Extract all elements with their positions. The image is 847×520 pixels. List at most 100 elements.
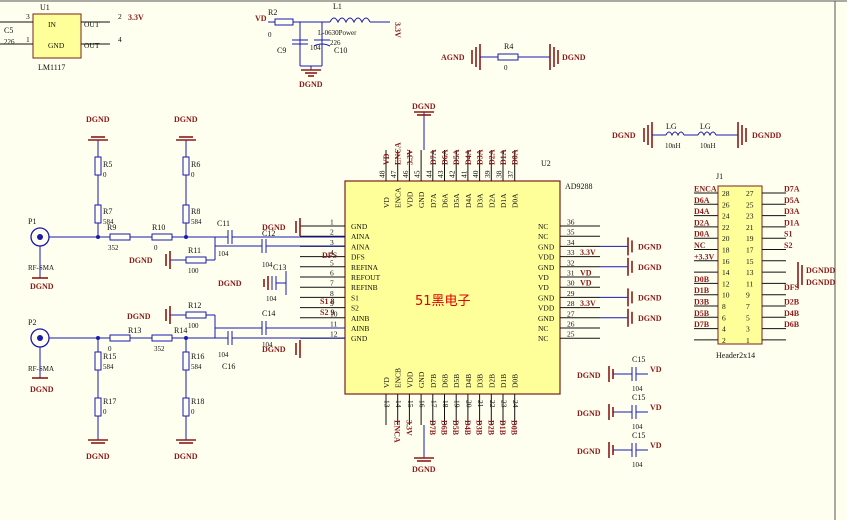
adc-bottom-gnd-net: DGND: [412, 465, 436, 474]
adc-pin-name-34: GND: [538, 242, 555, 251]
adc-pin-num-37: 37: [506, 170, 515, 178]
adc-net-b-21: D3B: [475, 420, 484, 436]
decap-ref-0: C15: [632, 355, 645, 364]
adc-pin-num-33: 33: [567, 248, 575, 257]
adc-pin-num-46: 46: [401, 170, 410, 178]
adc-pin-num-34: 34: [567, 238, 575, 247]
decap-value-0: 104: [632, 385, 643, 393]
adc-pin-name-9: S2: [351, 304, 359, 313]
adc-pin-num-1: 1: [330, 218, 334, 227]
adc-pin-name-3: AINA: [351, 242, 370, 251]
header-net-l-22: D2A: [694, 218, 710, 227]
header-part: Header2x14: [716, 351, 755, 360]
r11-body: [185, 256, 207, 264]
adc-pin-num-19: 19: [453, 400, 462, 408]
header-net-l-28: ENCA: [694, 185, 717, 194]
lg2-ref: LG: [700, 122, 711, 131]
adc-pin-name-32: GND: [538, 263, 555, 272]
adc-pin-num-14: 14: [394, 400, 403, 408]
adc-pin-name-37: D0A: [511, 193, 520, 208]
adc-pin-num-12: 12: [330, 330, 338, 339]
header-pin-num-23: 23: [746, 212, 754, 221]
r5-body: [94, 156, 102, 176]
adc-net-31: VD: [580, 269, 592, 278]
header-pin-num-24: 24: [722, 212, 730, 221]
adc-pin-num-43: 43: [436, 170, 445, 178]
adc-pin-num-23: 23: [500, 400, 509, 408]
adc-pin-num-41: 41: [459, 170, 468, 178]
adc-pin-name-25: NC: [538, 334, 548, 343]
ground-inductors[interactable]: DGND LG LG 10nH 10nH DGNDD: [612, 122, 782, 150]
r12-ref: R12: [188, 301, 201, 310]
adc-pin-num-15: 15: [406, 400, 415, 408]
adc-pin-name-28: VDD: [538, 304, 555, 313]
header-pin-num-28: 28: [722, 189, 730, 198]
header-pin-num-8: 8: [722, 302, 726, 311]
c12-value: 104: [262, 261, 273, 269]
decap-ref-2: C15: [632, 431, 645, 440]
r6-body: [182, 156, 190, 176]
r15-ref: R15: [103, 352, 116, 361]
decap-net-2: VD: [650, 441, 662, 450]
adc-pin-num-11: 11: [330, 320, 337, 329]
header-pin-num-16: 16: [722, 257, 730, 266]
r12-gnd-net: DGND: [127, 312, 151, 321]
adc-pin-num-20: 20: [464, 400, 473, 408]
header-gnd1: DGNDD: [806, 266, 836, 275]
r6-ref: R6: [191, 160, 200, 169]
adc-pin-name-27: GND: [538, 314, 555, 323]
adc-pin-name-29: GND: [538, 293, 555, 302]
regulator-u1[interactable]: U1 IN GND OUT OUT 3 1 2 4 3.3V C5 226 LM…: [0, 3, 144, 72]
adc-pin-num-7: 7: [330, 279, 334, 288]
adc-net-37: D0A: [511, 149, 520, 165]
c14-ref: C14: [262, 309, 275, 318]
header-pin-num-3: 3: [746, 325, 750, 334]
ground-bridge[interactable]: AGND R4 0 DGND: [441, 42, 586, 72]
adc-pin-num-6: 6: [330, 269, 334, 278]
adc-pin-num-36: 36: [567, 218, 575, 227]
adc-pin-name-10: AINB: [351, 314, 369, 323]
adc-pin-num-39: 39: [483, 170, 492, 178]
adc-pin-name-33: VDD: [538, 253, 555, 262]
decap-value-2: 104: [632, 461, 643, 469]
bridge-dgnd-net: DGND: [562, 53, 586, 62]
adc-pin-name-31: VD: [538, 273, 549, 282]
r11-value: 100: [188, 267, 199, 275]
ind-dgndd-net: DGNDD: [752, 131, 782, 140]
adc-net-28: 3.3V: [580, 299, 596, 308]
adc-net-b-14: ENCA: [393, 420, 402, 443]
dfs-net: DFS: [322, 251, 338, 260]
channel-b-input[interactable]: P2 RF-SMA DGND DGND DGND R15 584 R17 0 R…: [28, 301, 345, 461]
p2-ref: P2: [28, 318, 36, 327]
adc-net-42: D5A: [452, 149, 461, 165]
adc-pin-name-16: GND: [417, 371, 426, 388]
r8-body: [182, 204, 190, 224]
adc-top-pins: 48VDVD47ENCAENCA46VDD3.3V45GND44D7AD7A43…: [378, 142, 520, 208]
header-pin-num-9: 9: [746, 291, 750, 300]
c11-gnd-net: DGND: [262, 223, 286, 232]
adc-net-44: D7A: [429, 149, 438, 165]
adc-pin-num-10: 10: [330, 309, 338, 318]
r6-value: 0: [191, 171, 195, 179]
s1-net: S1 8: [320, 297, 334, 306]
power-filter[interactable]: VD R2 0 L1 L-0630Power 226 3.3V C9 104 C…: [255, 2, 402, 89]
agnd-net: AGND: [441, 53, 465, 62]
l1-ref: L1: [333, 2, 342, 11]
c13-ref: C13: [273, 263, 286, 272]
adc-pin-name-26: NC: [538, 324, 548, 333]
l1-coil: [329, 17, 371, 24]
r10-value: 0: [154, 244, 158, 252]
adc-net-b-19: D5B: [451, 420, 460, 436]
r14-value: 352: [154, 345, 165, 353]
channel-a-input[interactable]: P1 RF-SMA DGND DGND DGND R5 0 R7 584 R6 …: [28, 115, 345, 303]
ind-dgnd-net: DGND: [612, 131, 636, 140]
header-pin-num-13: 13: [746, 268, 754, 277]
adc-pin-num-40: 40: [471, 170, 480, 178]
r16-ref: R16: [191, 352, 204, 361]
adc-net-30: VD: [580, 279, 592, 288]
adc-pin-name-11: AINB: [351, 324, 369, 333]
